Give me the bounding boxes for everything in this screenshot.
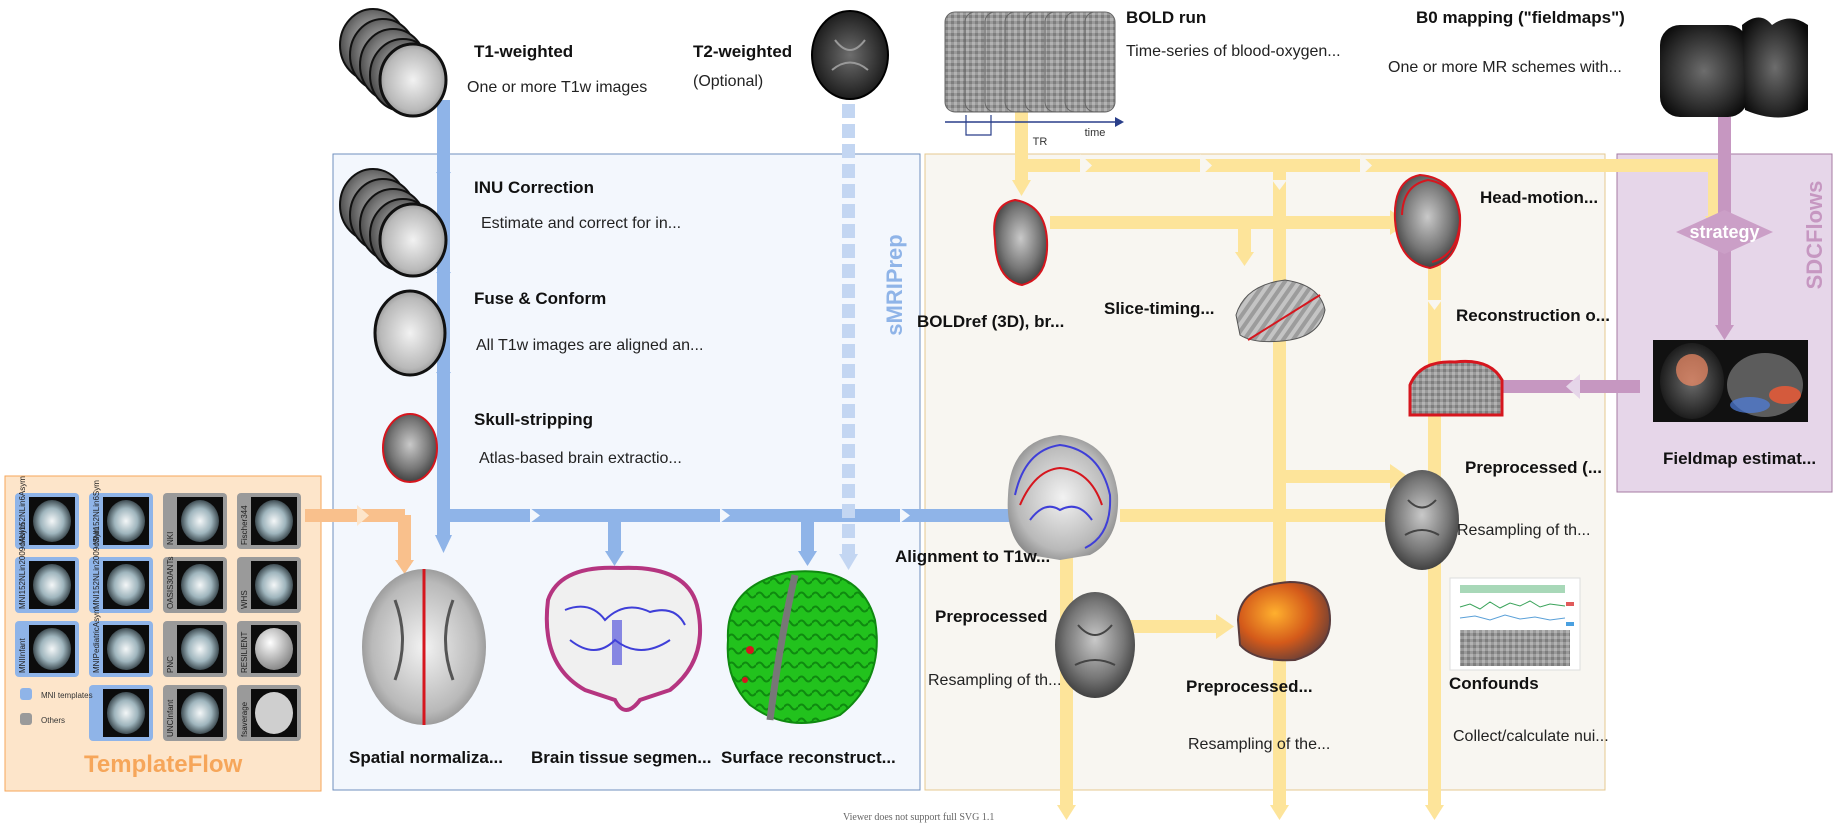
templateflow-tile-label: OASIS30ANTs: [166, 557, 175, 609]
templateflow-tile: fsaverage: [237, 685, 301, 741]
templateflow-tile: MNIInfant: [15, 621, 79, 677]
preprocessed-standard-title: Preprocessed: [935, 607, 1048, 626]
confounds-plot-image: [1449, 577, 1581, 671]
skull-stripped-image: [382, 413, 438, 483]
fieldmap-estimation-label: Fieldmap estimat...: [1663, 449, 1817, 468]
fieldmap-input-desc: One or more MR schemes with...: [1388, 59, 1622, 76]
fieldmap-input-title: B0 mapping ("fieldmaps"): [1416, 8, 1625, 27]
skull-title: Skull-stripping: [474, 410, 593, 429]
tr-label: TR: [1033, 136, 1048, 148]
templateflow-tile-label: WHS: [240, 590, 249, 609]
slice-timing-image: [1235, 279, 1326, 343]
t1-desc: One or more T1w images: [467, 79, 648, 96]
preprocessed-t1w-image: [1385, 470, 1459, 570]
templateflow-tile-label: MNIInfant: [18, 638, 27, 673]
templateflow-tile-label: MNI152NLin6Asym: [18, 476, 27, 545]
fieldmap-input-images: [1660, 17, 1808, 118]
bold-title: BOLD run: [1126, 8, 1207, 27]
templateflow-tile: [89, 685, 153, 741]
templateflow-tile-label: RESILIENT: [240, 632, 249, 673]
templateflow-tile-label: MNI152NLin2009cAsym: [18, 522, 27, 609]
templateflow-tile-label: MNI152NLin2009cSym: [92, 526, 101, 609]
bold-timeseries-stack: [944, 11, 1124, 136]
preprocessed-standard-image: [1055, 592, 1135, 698]
smriprep-panel-title: sMRIPrep: [882, 234, 907, 335]
fuse-desc: All T1w images are aligned an...: [476, 337, 704, 354]
legend-others-swatch: [20, 713, 32, 725]
templateflow-tile: MNI152NLin6Sym: [89, 480, 153, 549]
svg-viewer-footnote: Viewer does not support full SVG 1.1: [843, 812, 995, 823]
boldref-image: [993, 198, 1049, 287]
t2-input-image: [811, 10, 889, 100]
boldref-label: BOLDref (3D), br...: [917, 312, 1065, 331]
fuse-title: Fuse & Conform: [474, 289, 607, 308]
sdcflows-panel-title: SDCFlows: [1802, 181, 1827, 290]
confounds-title: Confounds: [1449, 674, 1539, 693]
t1-title: T1-weighted: [474, 42, 574, 61]
templateflow-tile-label: UNCInfant: [166, 699, 175, 737]
templateflow-tile-label: MNIPediatricAsym: [92, 607, 101, 673]
time-label: time: [1085, 127, 1106, 139]
alignment-label: Alignment to T1w...: [895, 547, 1051, 566]
templateflow-tile: MNIPediatricAsym: [89, 607, 153, 677]
tissue-segmentation-image: [544, 565, 703, 712]
inu-desc: Estimate and correct for in...: [481, 215, 682, 232]
legend-others-label: Others: [41, 716, 65, 725]
templateflow-tile: UNCInfant: [163, 685, 227, 741]
templateflow-tile: MNI152NLin2009cAsym: [15, 522, 79, 613]
alignment-t1w-image: [1007, 435, 1119, 560]
templateflow-arrow: [305, 505, 414, 574]
templateflow-tile: RESILIENT: [237, 621, 301, 677]
legend-mni-label: MNI templates: [41, 691, 93, 700]
templateflow-tile: OASIS30ANTs: [163, 557, 227, 613]
reconstruction-image: [1408, 359, 1504, 417]
t2-dashed-arrow: [839, 104, 858, 570]
preprocessed-surface-image: [1236, 580, 1332, 662]
head-motion-image: [1393, 173, 1462, 270]
inu-image-stack: [339, 168, 448, 278]
templateflow-tile-label: Fischer344: [240, 505, 249, 545]
preprocessed-surface-desc: Resampling of the...: [1188, 736, 1331, 753]
preprocessed-t1w-desc: Resampling of th...: [1457, 522, 1591, 539]
preprocessed-standard-desc: Resampling of th...: [928, 672, 1062, 689]
preprocessed-surface-title: Preprocessed...: [1186, 677, 1313, 696]
legend-mni-swatch: [20, 688, 32, 700]
bold-desc: Time-series of blood-oxygen...: [1126, 43, 1341, 60]
templateflow-tile: WHS: [237, 557, 301, 613]
surface-reconstruction-image: [726, 570, 878, 724]
spatial-normalization-image: [362, 569, 486, 725]
confounds-desc: Collect/calculate nui...: [1453, 728, 1609, 745]
templateflow-legend: [20, 688, 32, 725]
templateflow-tile: NKI: [163, 493, 227, 549]
templateflow-tile-label: fsaverage: [240, 701, 249, 737]
reconstruction-label: Reconstruction o...: [1456, 306, 1610, 325]
spatial-normalization-label: Spatial normaliza...: [349, 748, 503, 767]
slice-timing-label: Slice-timing...: [1104, 299, 1215, 318]
templateflow-tile: PNC: [163, 621, 227, 677]
templateflow-panel-title: TemplateFlow: [84, 751, 243, 778]
t2-title: T2-weighted: [693, 42, 793, 61]
templateflow-tile: Fischer344: [237, 493, 301, 549]
preprocessed-t1w-title: Preprocessed (...: [1465, 458, 1603, 477]
t1-input-stack: [339, 8, 448, 118]
templateflow-tile-label: PNC: [166, 656, 175, 673]
strategy-label: strategy: [1689, 222, 1759, 242]
skull-desc: Atlas-based brain extractio...: [479, 450, 682, 467]
inu-title: INU Correction: [474, 178, 594, 197]
head-motion-label: Head-motion...: [1480, 188, 1599, 207]
templateflow-tile-label: NKI: [166, 532, 175, 545]
sdcflows-arrows: [1480, 110, 1773, 399]
templateflow-tile-label: MNI152NLin6Sym: [92, 480, 101, 545]
surface-reconstruction-label: Surface reconstruct...: [721, 748, 896, 767]
fuse-conform-image: [373, 289, 447, 377]
fieldmap-estimation-image: [1653, 340, 1808, 422]
templateflow-tile: MNI152NLin2009cSym: [89, 526, 153, 613]
templateflow-tile: MNI152NLin6Asym: [15, 476, 79, 549]
tissue-segmentation-label: Brain tissue segmen...: [531, 748, 712, 767]
t2-desc: (Optional): [693, 73, 764, 90]
